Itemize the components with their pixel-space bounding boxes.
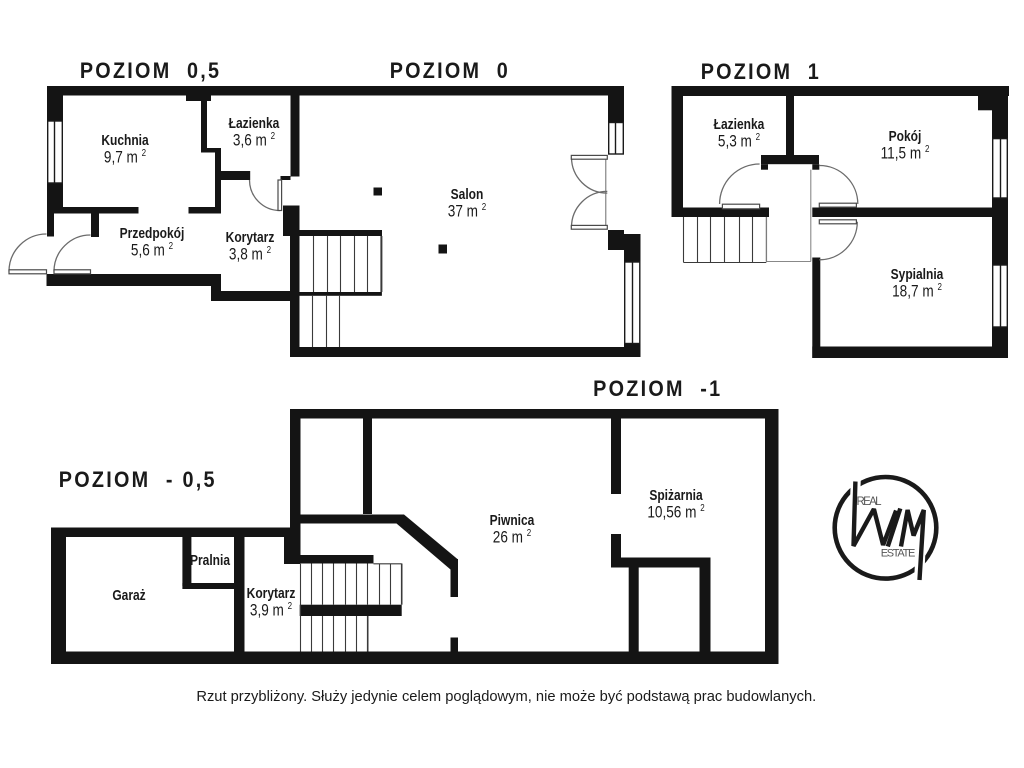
svg-text:REAL: REAL [857,496,883,508]
svg-text:ESTATE: ESTATE [881,548,916,560]
